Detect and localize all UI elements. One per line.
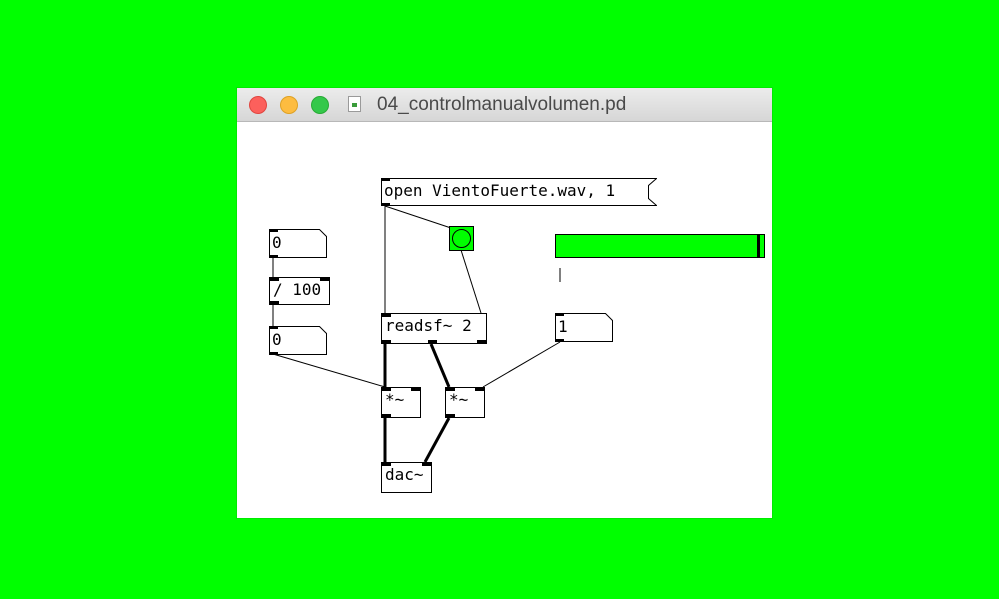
- inlet[interactable]: [475, 388, 484, 391]
- outlet[interactable]: [555, 339, 564, 342]
- inlet[interactable]: [382, 463, 391, 466]
- window-title: 04_controlmanualvolumen.pd: [377, 94, 627, 115]
- multiply-right-object[interactable]: *~: [445, 387, 485, 418]
- object-label: *~: [449, 390, 469, 409]
- outlet[interactable]: [381, 203, 390, 206]
- patch-cords: [272, 205, 561, 463]
- number-box-outline: [555, 313, 613, 342]
- bang-outlet[interactable]: [477, 340, 486, 343]
- inlet[interactable]: [555, 313, 564, 316]
- object-label: readsf~ 2: [385, 316, 472, 335]
- bang-button[interactable]: [449, 226, 474, 251]
- object-label: dac~: [385, 465, 424, 484]
- inlet[interactable]: [411, 388, 420, 391]
- number-box-top[interactable]: 0: [269, 229, 327, 258]
- signal-outlet-left[interactable]: [382, 340, 391, 343]
- message-text: open VientoFuerte.wav, 1: [384, 181, 616, 200]
- inlet[interactable]: [381, 178, 390, 181]
- volume-slider[interactable]: [555, 234, 765, 258]
- outlet[interactable]: [269, 352, 278, 355]
- inlet[interactable]: [422, 463, 431, 466]
- title-bar[interactable]: 04_controlmanualvolumen.pd: [237, 88, 772, 122]
- readsf-object[interactable]: readsf~ 2: [381, 313, 487, 344]
- close-button[interactable]: [249, 96, 267, 114]
- minimize-button[interactable]: [280, 96, 298, 114]
- number-box-outline: [269, 229, 327, 258]
- inlet[interactable]: [382, 314, 391, 317]
- number-box-value: 1: [558, 317, 568, 336]
- inlet[interactable]: [320, 278, 329, 281]
- inlet[interactable]: [382, 388, 391, 391]
- multiply-left-object[interactable]: *~: [381, 387, 421, 418]
- object-label: *~: [385, 390, 405, 409]
- number-box-outline: [269, 326, 327, 355]
- outlet[interactable]: [446, 414, 455, 417]
- message-box[interactable]: open VientoFuerte.wav, 1: [381, 178, 657, 206]
- outlet[interactable]: [382, 414, 391, 417]
- patch-canvas[interactable]: 0 / 100 0 open VientoFuerte.wav, 1: [237, 122, 772, 518]
- outlet[interactable]: [269, 255, 278, 258]
- inlet[interactable]: [446, 388, 455, 391]
- number-box-value: 0: [272, 233, 282, 252]
- inlet[interactable]: [269, 326, 278, 329]
- pd-patch-window: 04_controlmanualvolumen.pd 0: [237, 88, 772, 518]
- outlet[interactable]: [270, 301, 279, 304]
- inlet[interactable]: [269, 229, 278, 232]
- slider-knob[interactable]: [757, 235, 760, 257]
- divide-object[interactable]: / 100: [269, 277, 330, 305]
- bang-circle: [452, 229, 471, 248]
- number-box-mid[interactable]: 0: [269, 326, 327, 355]
- number-box-value: 0: [272, 330, 282, 349]
- number-box-right[interactable]: 1: [555, 313, 613, 342]
- dac-object[interactable]: dac~: [381, 462, 432, 493]
- inlet[interactable]: [270, 278, 279, 281]
- document-icon: [348, 96, 361, 112]
- signal-outlet-right[interactable]: [428, 340, 437, 343]
- maximize-button[interactable]: [311, 96, 329, 114]
- object-label: / 100: [273, 280, 322, 299]
